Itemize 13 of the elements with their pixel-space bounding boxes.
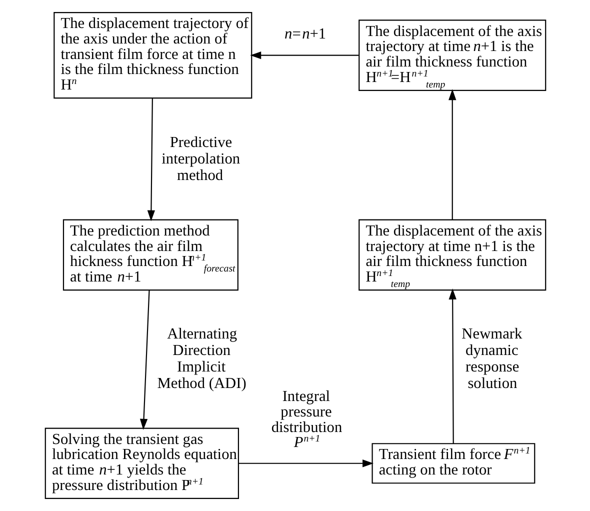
node-box: Transient film force F$^{n+1}$ acting on the rotor [371, 443, 535, 484]
arrow [238, 460, 374, 468]
arrow [146, 98, 155, 222]
node-box: The displacement trajectory of the axis under the action of transient film force at time n is the film thickness function H$^{n}$ [53, 12, 252, 99]
edge-label: Integral pressure distribution P$^{n+1}$ [270, 388, 342, 452]
edge-label: n=n+1 [284, 26, 326, 43]
arrow [139, 290, 150, 430]
arrow [448, 89, 456, 220]
edge-label: Newmark dynamic response solution [461, 326, 522, 392]
arrow [250, 51, 358, 60]
edge-label: Predictive interpolation method [161, 134, 240, 184]
edge-label: Alternating Direction Implicit Method (ADI) [156, 326, 246, 392]
arrow [448, 288, 456, 444]
